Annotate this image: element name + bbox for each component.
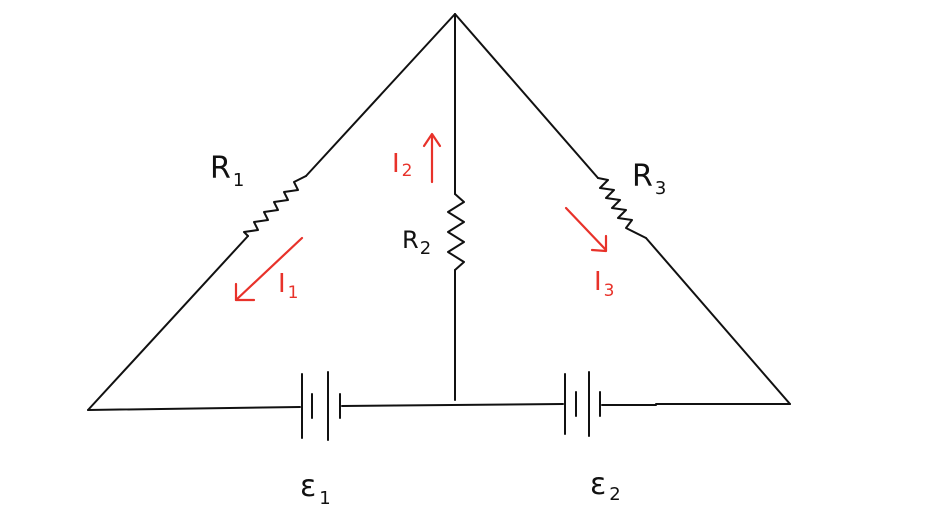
current-i2-arrow bbox=[422, 132, 442, 184]
bottom-wire-middle bbox=[341, 403, 564, 407]
resistor-r3 bbox=[597, 177, 647, 239]
bottom-branch bbox=[87, 371, 791, 441]
current-i1-arrow bbox=[234, 236, 304, 302]
left-wire-upper bbox=[305, 13, 456, 177]
battery-e2 bbox=[564, 371, 601, 437]
center-branch bbox=[447, 13, 465, 401]
right-branch bbox=[454, 13, 791, 405]
label-r2: R2 bbox=[402, 226, 431, 259]
right-wire-lower bbox=[645, 237, 791, 405]
bottom-wire-left bbox=[87, 406, 301, 411]
current-i3-arrow bbox=[564, 206, 608, 253]
right-wire-upper bbox=[454, 13, 599, 179]
left-wire-lower bbox=[87, 235, 249, 411]
resistor-r2 bbox=[447, 193, 465, 271]
resistor-r1 bbox=[243, 175, 307, 237]
battery-e1 bbox=[301, 371, 341, 441]
bottom-wire-right bbox=[601, 403, 791, 406]
left-branch bbox=[87, 13, 456, 411]
